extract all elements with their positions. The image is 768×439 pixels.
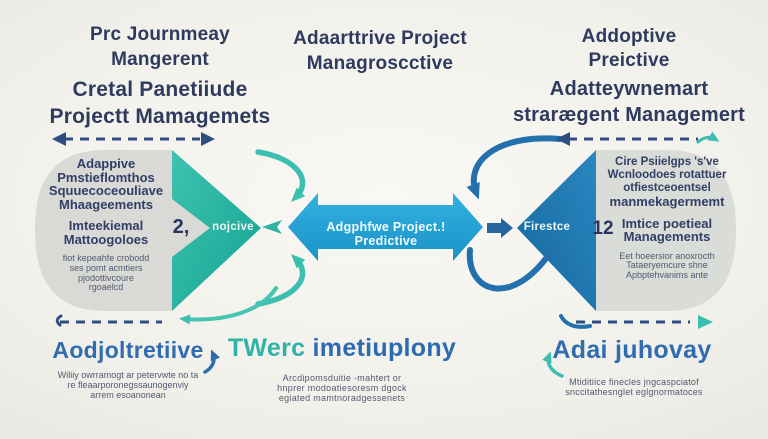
- bottom-center-title-teal: TWerc: [227, 334, 306, 362]
- block-small-line: Eet hoeersior anoxrocth: [619, 250, 715, 261]
- heading-line: Addoptive: [581, 26, 677, 47]
- block-line: Cire Psiielgps 's've: [615, 156, 719, 168]
- dashed-arrow-top-left: [52, 132, 215, 146]
- teal-triangle-right-icon: [172, 150, 261, 311]
- block-line: Wcnloodoes rotattuer: [607, 169, 727, 181]
- caption-line: Arcdipomsduitie -mahtert or: [282, 373, 402, 383]
- heading-line: Cretal Panetiiude: [72, 78, 248, 101]
- top-right-heading: Addoptive Preictive Adatteywnemart strar…: [494, 25, 764, 128]
- block-line: Managements: [623, 229, 711, 244]
- heading-line: Adatteywnemart: [549, 78, 709, 100]
- left-gray-notch-arrow-icon: [172, 199, 210, 257]
- heading-line: Managroscctive: [306, 53, 454, 74]
- blue-curve-bottom-icon: [466, 243, 557, 292]
- right-step-number: 12: [592, 218, 614, 239]
- caption-line: arrem esoanonean: [90, 389, 166, 400]
- top-left-heading: Prc Journmeay Mangerent Cretal Panetiiud…: [10, 22, 310, 130]
- block-line: Adappive: [76, 156, 136, 171]
- bottom-center-caption: Arcdipomsduitie -mahtert or hnprer modoa…: [242, 373, 442, 403]
- heading-line: Prc Journmeay: [90, 24, 230, 45]
- bottom-center-title: TWerc imetiuplony: [227, 334, 457, 363]
- block-small-line: rgoaelcd: [88, 282, 124, 293]
- small-blue-right-arrow-icon: [487, 218, 513, 238]
- blue-hook-bottom-left-icon: [203, 349, 220, 374]
- heading-line: Adaarttrive Project: [293, 28, 467, 49]
- heading-line: Preictive: [588, 50, 670, 71]
- teal-hook-bottom-right-icon: [542, 351, 564, 378]
- center-arrow-label: Adgphfwe Project.! Predictive: [326, 220, 446, 248]
- caption-line: Wiliiy owrramogt ar petervwte no ta: [57, 370, 199, 380]
- bottom-right-title: Adai juhovay: [552, 336, 712, 364]
- block-small-line: fiot kepeahfe crobodd: [62, 253, 150, 263]
- block-line: Mattoogoloes: [63, 231, 149, 247]
- block-small-line: pjodottivcoure: [77, 272, 135, 283]
- block-line: Mhaageements: [59, 196, 153, 212]
- block-line: Pmstieflomthos: [57, 169, 155, 185]
- teal-curve-bottom-icon: [255, 254, 306, 307]
- caption-line: hnprer modoatiesoresm dgock: [277, 382, 407, 393]
- block-line: otfiestceoentsel: [623, 182, 711, 194]
- right-gray-block: [596, 150, 736, 311]
- teal-swoosh-bottom-left-icon: [179, 286, 278, 325]
- dashed-line-bottom-left: [55, 314, 162, 327]
- caption-line: egiated mamtnoradgessenets: [278, 392, 406, 403]
- bottom-right-caption: Mtiditiice finecles jngcaspciatof snccit…: [534, 377, 734, 398]
- left-step-number: 2,: [172, 216, 190, 238]
- caption-line: snccitathesnglet eglgnormatoces: [565, 386, 703, 397]
- block-line: manmekagermemt: [609, 194, 725, 209]
- block-line: Imteekiemal: [68, 218, 144, 233]
- bottom-center-title-blue: imetiuplony: [312, 334, 457, 362]
- dashed-arrow-top-right: [556, 131, 720, 146]
- blue-curve-top-icon: [466, 135, 563, 200]
- teal-triangle-label: nojcive: [212, 221, 254, 233]
- blue-triangle-left-icon: [517, 150, 596, 311]
- top-center-heading: Adaarttrive Project Managroscctive: [250, 26, 510, 76]
- heading-line: Mangerent: [111, 49, 209, 70]
- blue-triangle-label: Firestce: [523, 221, 571, 233]
- caption-line: re fleaarporonegssaunogenviy: [67, 379, 189, 390]
- heading-line: strarægent Managemert: [512, 104, 746, 126]
- small-teal-left-arrow-icon: [262, 220, 282, 234]
- heading-line: Projectt Mamagemets: [49, 105, 271, 128]
- left-block-text: Adappive Pmstieflomthos Squuecoceouliave…: [40, 157, 172, 293]
- block-line: Squuecoceouliave: [48, 183, 164, 198]
- block-small-line: Apbptehvanims ante: [625, 270, 709, 281]
- block-small-line: ses pomt acmtiers: [69, 262, 143, 273]
- block-small-line: Tataeryemcure shne: [626, 260, 708, 271]
- right-block-text: Cire Psiielgps 's've Wcnloodoes rotattue…: [600, 156, 734, 281]
- bottom-left-title: Aodjoltretiive: [52, 337, 204, 363]
- left-gray-block: [35, 150, 172, 311]
- caption-line: Mtiditiice finecles jngcaspciatof: [569, 377, 699, 387]
- block-line: Imtice poetieal: [621, 215, 713, 231]
- teal-curve-top-icon: [255, 149, 306, 202]
- dashed-arrow-bottom-right: [559, 314, 713, 329]
- bottom-left-caption: Wiliiy owrramogt ar petervwte no ta re f…: [28, 370, 228, 400]
- center-double-arrow-icon: [288, 193, 483, 261]
